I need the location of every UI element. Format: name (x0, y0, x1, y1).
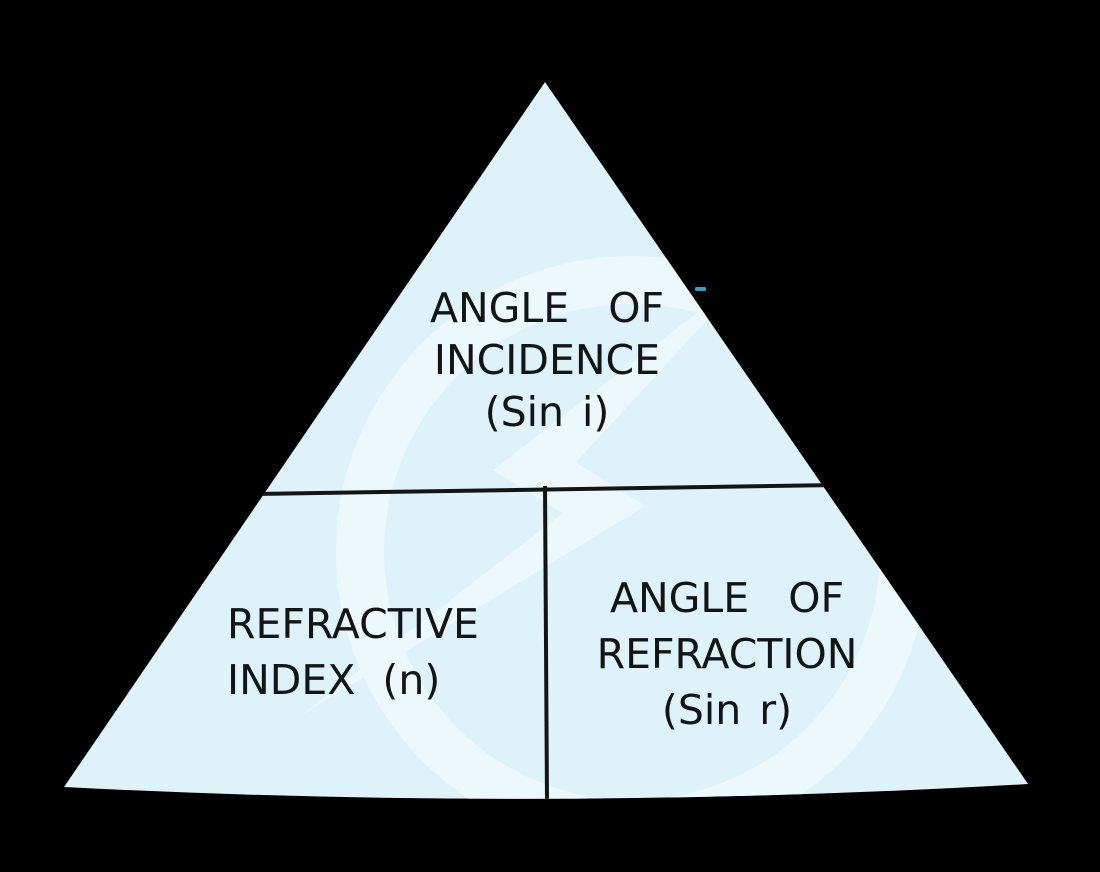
blue-artifact-mark (695, 287, 706, 291)
bottom-right-section-label: ANGLE OF REFRACTION (Sin r) (597, 570, 858, 738)
top-section-line2: INCIDENCE (433, 336, 661, 384)
bottom-left-line2: INDEX (n) (227, 656, 441, 704)
top-section-line1: ANGLE OF (429, 284, 665, 332)
top-section-line3: (Sin i) (484, 388, 610, 436)
top-section-label: ANGLE OF INCIDENCE (Sin i) (430, 282, 664, 438)
divider-lines (254, 483, 839, 799)
bottom-left-section-label: REFRACTIVE INDEX (n) (227, 596, 479, 708)
bottom-right-line1: ANGLE OF (609, 574, 845, 622)
bottom-right-line3: (Sin r) (661, 686, 793, 734)
bottom-left-line1: REFRACTIVE (227, 600, 479, 648)
bottom-right-line2: REFRACTION (596, 630, 858, 678)
vertical-divider-line (543, 485, 549, 799)
